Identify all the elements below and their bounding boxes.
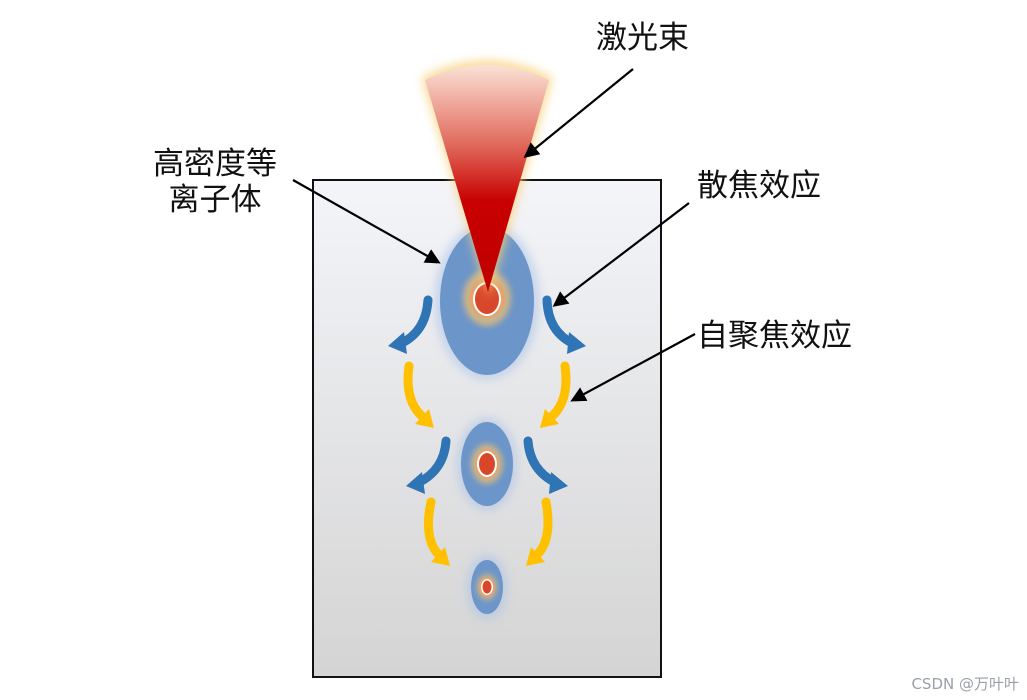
plasma-region-3 bbox=[467, 555, 507, 619]
label-laser-beam: 激光束 bbox=[596, 20, 689, 56]
plasma-region-2 bbox=[457, 418, 517, 510]
label-defocusing-effect: 散焦效应 bbox=[697, 168, 821, 204]
watermark: CSDN @万叶叶 bbox=[911, 673, 1019, 694]
label-self-focusing-effect: 自聚焦效应 bbox=[697, 318, 852, 354]
label-high-density-plasma: 高密度等离子体 bbox=[140, 146, 290, 218]
